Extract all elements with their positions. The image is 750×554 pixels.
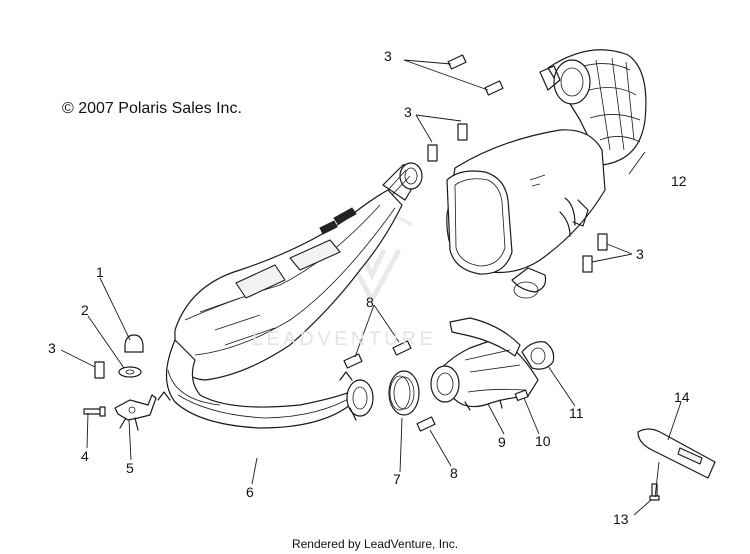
stud-10 — [514, 389, 529, 402]
callout-2: 2 — [81, 302, 89, 318]
callout-12: 12 — [671, 173, 687, 189]
callout-1: 1 — [96, 264, 104, 280]
callout-5: 5 — [126, 460, 134, 476]
bracket-5 — [114, 394, 157, 431]
manifold-9 — [430, 317, 539, 411]
screw-13 — [649, 483, 660, 501]
bolt-4 — [83, 406, 106, 417]
callout-3-top: 3 — [384, 48, 392, 64]
callout-3-right: 3 — [636, 246, 644, 262]
callout-11: 11 — [569, 405, 584, 421]
callout-14: 14 — [674, 389, 690, 405]
callout-3-left: 3 — [48, 340, 56, 356]
grommets-3 — [94, 54, 608, 379]
callout-4: 4 — [81, 448, 89, 464]
callout-9: 9 — [498, 434, 506, 450]
copyright-text: © 2007 Polaris Sales Inc. — [62, 100, 242, 117]
rubber-cap-1 — [124, 334, 144, 353]
callout-13: 13 — [613, 511, 629, 527]
flange-gasket-11 — [521, 341, 555, 370]
exhaust-pipe-6 — [157, 162, 423, 429]
callout-3-mid: 3 — [404, 104, 412, 120]
heat-shield-14 — [637, 428, 716, 479]
footer-credit: Rendered by LeadVenture, Inc. — [291, 537, 459, 551]
gasket-ring-7 — [388, 370, 420, 416]
callout-6: 6 — [246, 484, 254, 500]
callout-10: 10 — [535, 433, 551, 449]
watermark-text: LEADVENTURE — [252, 329, 437, 350]
washer-2 — [118, 366, 142, 378]
springs-8 — [343, 340, 436, 432]
leader-lines — [60, 59, 682, 516]
muffler-12 — [446, 49, 647, 299]
callout-7: 7 — [393, 471, 401, 487]
callout-8-bottom: 8 — [450, 465, 458, 481]
callout-8-top: 8 — [366, 294, 374, 310]
